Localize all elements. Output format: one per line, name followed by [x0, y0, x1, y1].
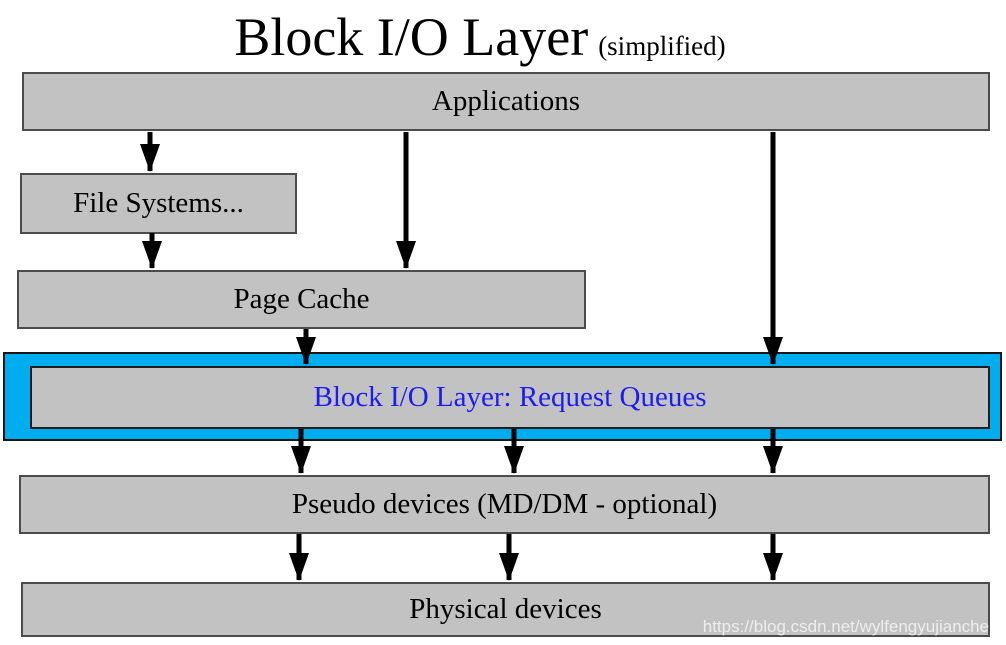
title-suffix-text: (simplified)	[598, 31, 726, 61]
node-physical-devices: Physical devices	[21, 582, 990, 637]
node-page-cache-label: Page Cache	[233, 283, 370, 315]
title-main-text: Block I/O Layer	[234, 7, 589, 67]
node-page-cache: Page Cache	[17, 270, 586, 329]
node-file-systems-label: File Systems...	[73, 187, 244, 219]
watermark-url: https://blog.csdn.net/wylfengyujiancheng	[702, 617, 1006, 636]
node-block-io-label: Block I/O Layer: Request Queues	[313, 381, 707, 413]
page-title: Block I/O Layer (simplified)	[0, 6, 1006, 68]
node-applications: Applications	[22, 72, 990, 131]
node-block-io: Block I/O Layer: Request Queues	[30, 366, 990, 429]
node-physical-devices-label: Physical devices	[409, 593, 602, 625]
node-file-systems: File Systems...	[20, 173, 297, 234]
node-applications-label: Applications	[431, 85, 581, 117]
node-pseudo-devices: Pseudo devices (MD/DM - optional)	[19, 475, 990, 534]
node-pseudo-devices-label: Pseudo devices (MD/DM - optional)	[291, 488, 718, 520]
